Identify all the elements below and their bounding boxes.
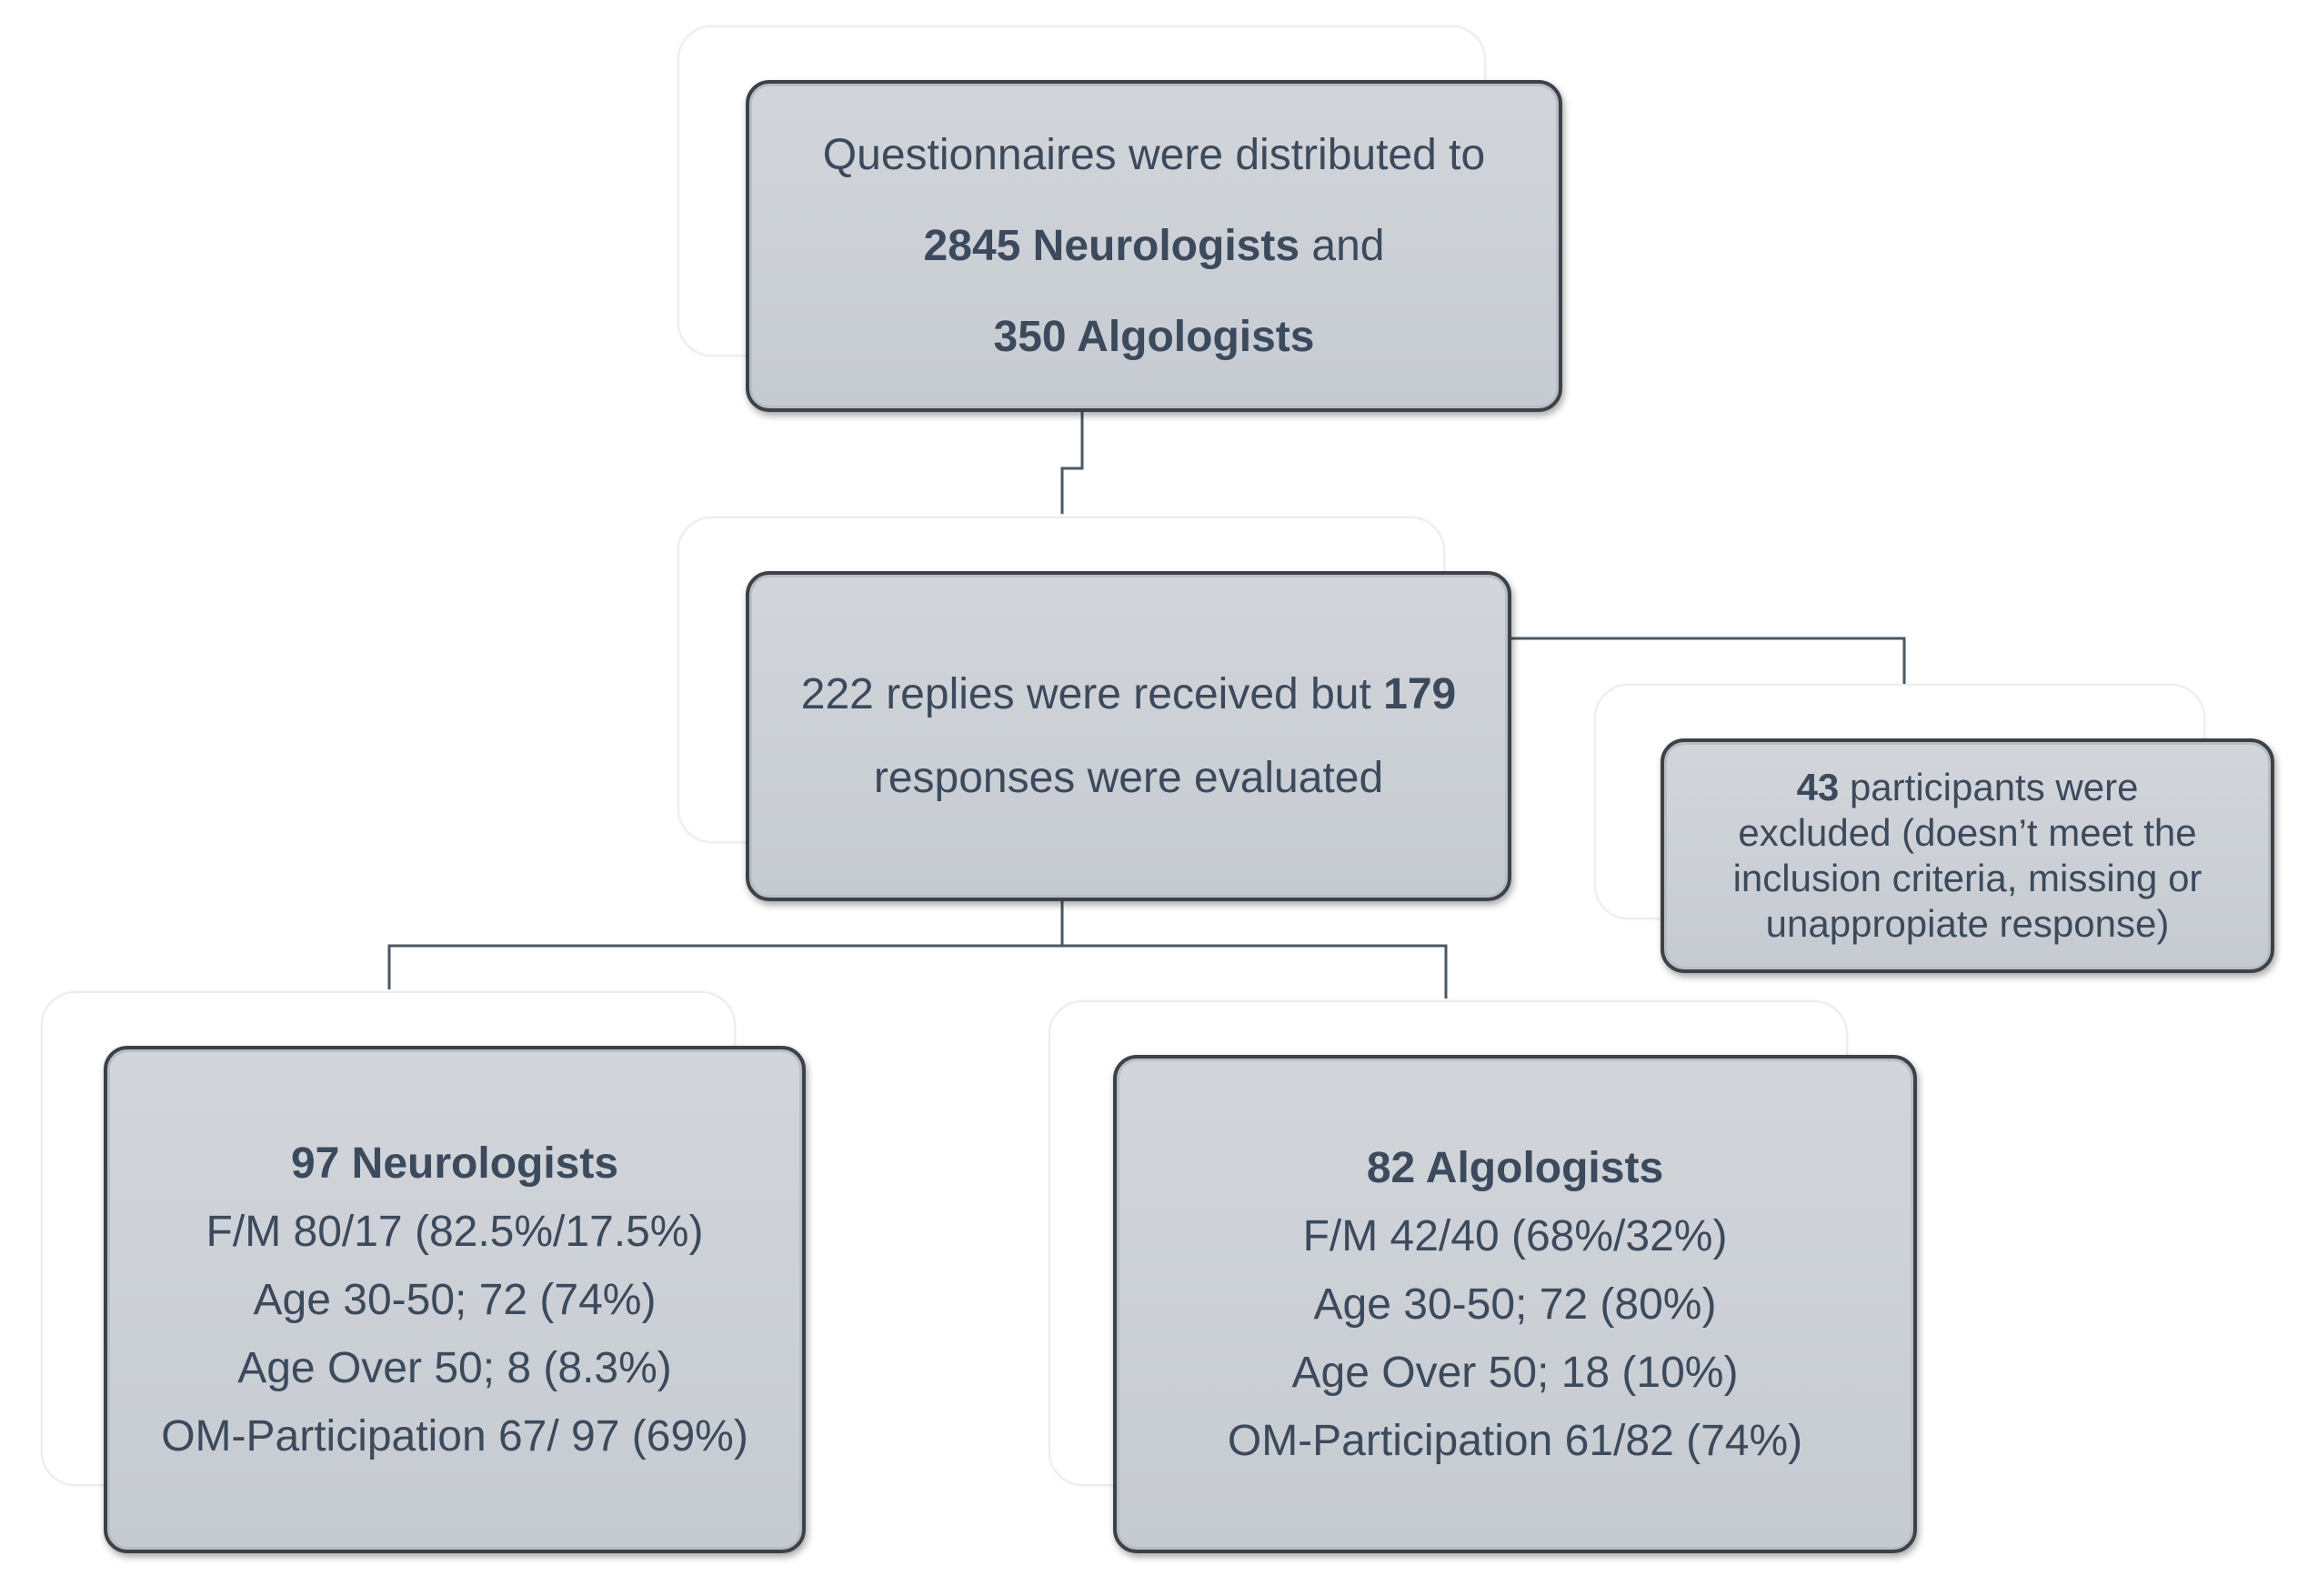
- connector-replies-to-excluded: [1450, 637, 1906, 684]
- algologists-age-30-50: Age 30-50; 72 (80%): [1313, 1280, 1717, 1329]
- distributed-line-1: Questionnaires were distributed to: [822, 130, 1486, 179]
- excluded-line-1: 43 participants were: [1797, 765, 2139, 810]
- distributed-box: Questionnaires were distributed to 2845 …: [746, 80, 1562, 412]
- neurologists-fm: F/M 80/17 (82.5%/17.5%): [206, 1207, 704, 1256]
- neurologists-box: 97 Neurologists F/M 80/17 (82.5%/17.5%) …: [104, 1046, 806, 1553]
- excluded-box: 43 participants were excluded (doesn’t m…: [1661, 738, 2274, 973]
- algologists-title: 82 Algologists: [1366, 1143, 1664, 1192]
- excluded-line-4: unappropiate response): [1765, 902, 2170, 945]
- excluded-count: 43: [1796, 766, 1840, 808]
- algologists-fm: F/M 42/40 (68%/32%): [1302, 1211, 1728, 1260]
- connector-replies-to-neurologists: [387, 896, 1064, 989]
- algologists-box: 82 Algologists F/M 42/40 (68%/32%) Age 3…: [1113, 1055, 1917, 1553]
- distributed-line-2: 2845 Neurologists and: [924, 201, 1385, 292]
- replies-received-text: 222 replies were received but: [800, 669, 1384, 718]
- excluded-text: participants were: [1839, 766, 2139, 808]
- connector-top-to-replies: [1060, 373, 1084, 514]
- neurologists-title: 97 Neurologists: [290, 1139, 619, 1188]
- and-text: and: [1300, 221, 1385, 270]
- algologists-age-over-50: Age Over 50; 18 (10%): [1291, 1348, 1739, 1397]
- excluded-line-2: excluded (doesn’t meet the: [1738, 811, 2197, 854]
- neurologists-count: 2845 Neurologists: [923, 221, 1300, 270]
- algologists-count: 350 Algologists: [993, 312, 1315, 361]
- neurologists-om: OM-Participation 67/ 97 (69%): [161, 1411, 748, 1460]
- excluded-line-3: inclusion criteria, missing or: [1732, 857, 2203, 899]
- algologists-om: OM-Participation 61/82 (74%): [1227, 1416, 1803, 1465]
- neurologists-age-30-50: Age 30-50; 72 (74%): [253, 1275, 657, 1324]
- replies-line-2: responses were evaluated: [873, 753, 1384, 802]
- evaluated-count: 179: [1383, 669, 1457, 718]
- neurologists-age-over-50: Age Over 50; 8 (8.3%): [237, 1343, 672, 1392]
- connector-replies-to-algologists: [1062, 944, 1448, 999]
- replies-line-1: 222 replies were received but 179: [801, 653, 1456, 737]
- replies-box: 222 replies were received but 179 respon…: [746, 571, 1511, 901]
